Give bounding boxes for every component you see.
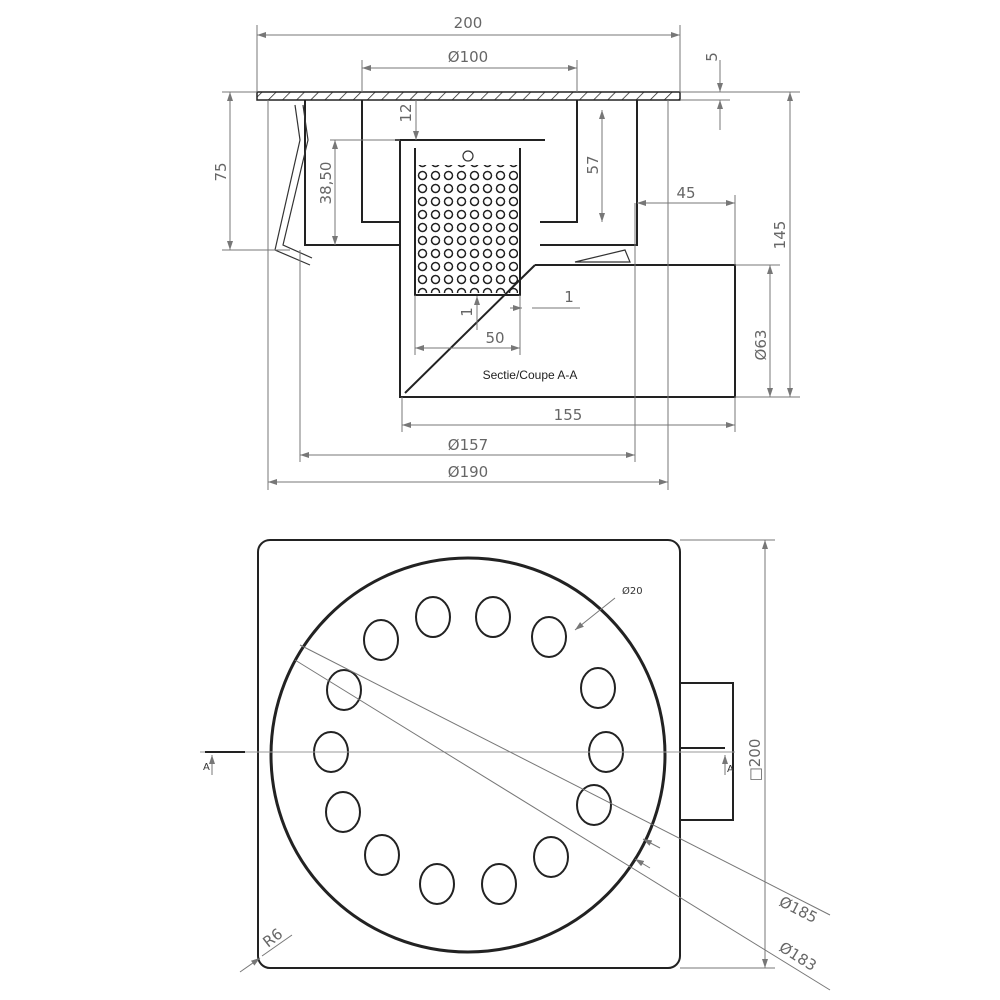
grate-circle <box>269 556 667 954</box>
grate-hole <box>481 863 517 905</box>
grate-hole <box>419 863 455 905</box>
dim-diameter-183: Ø183 <box>776 938 820 975</box>
dim-length-155: 155 <box>554 406 583 424</box>
grate-hole <box>533 836 569 878</box>
section-mark-left: A <box>203 762 210 773</box>
dim-diameter-100: Ø100 <box>448 48 488 66</box>
plan-dimension-lines <box>200 539 831 991</box>
basket-flange <box>395 139 545 296</box>
grate-hole <box>415 596 451 638</box>
dim-height-75: 75 <box>212 162 230 181</box>
dim-hole-diameter: Ø20 <box>622 585 643 597</box>
dim-square: □200 <box>746 739 764 782</box>
basket-perforation <box>417 165 518 293</box>
dim-radius: R6 <box>259 925 286 951</box>
grate-holes <box>313 596 624 905</box>
section-title: Sectie/Coupe A-A <box>483 368 578 382</box>
dim-flange: 5 <box>703 52 721 62</box>
clamp-right <box>574 249 631 263</box>
plan-view: Ø20 □200 Ø185 Ø183 R6 A A <box>200 539 831 991</box>
grate-hole <box>363 619 399 661</box>
dim-diameter-157: Ø157 <box>448 436 488 454</box>
dim-depth-38: 38,50 <box>317 162 335 205</box>
basket-hole <box>462 150 474 162</box>
grate-hole <box>531 616 567 658</box>
dim-outlet-diameter: Ø63 <box>752 330 770 361</box>
dimension-lines <box>222 25 800 490</box>
dim-diameter-190: Ø190 <box>448 463 488 481</box>
grate-hole <box>364 834 400 876</box>
grate-hole <box>576 784 612 826</box>
dim-diameter-185: Ø185 <box>776 893 820 927</box>
dim-basket-50: 50 <box>485 329 504 347</box>
section-mark-right: A <box>727 764 734 775</box>
grate-hole <box>325 791 361 833</box>
flange <box>256 91 681 101</box>
grate-hole <box>580 667 616 709</box>
grate-hole <box>326 669 362 711</box>
dim-top-offset: 12 <box>397 103 415 122</box>
dim-outlet-offset: 45 <box>676 184 695 202</box>
section-view: 200 Ø100 5 12 75 145 38,50 57 45 Ø63 1 1… <box>212 14 800 490</box>
clamp-left <box>274 104 313 266</box>
dim-height-145: 145 <box>771 221 789 250</box>
dim-gap-1a: 1 <box>564 288 574 306</box>
dim-width: 200 <box>454 14 483 32</box>
square-plate <box>257 539 681 969</box>
grate-hole <box>475 596 511 638</box>
dim-gap-1b: 1 <box>458 307 476 317</box>
dim-depth-57: 57 <box>584 155 602 174</box>
body-outline <box>304 100 638 246</box>
